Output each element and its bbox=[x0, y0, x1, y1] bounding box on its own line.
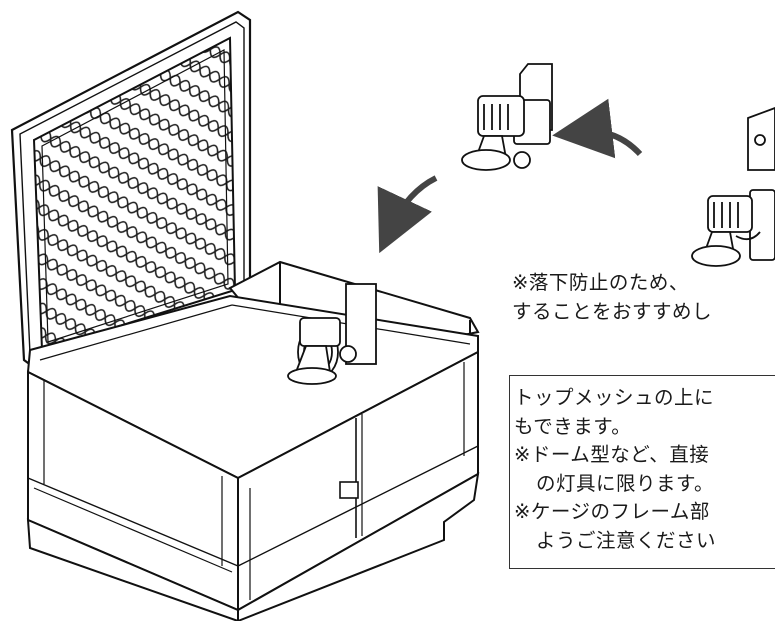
cage-body bbox=[26, 260, 480, 621]
caution-note-line-2: することをおすすめし bbox=[512, 300, 713, 323]
info-line-6: ようご注意ください bbox=[536, 528, 717, 552]
info-box bbox=[509, 375, 775, 569]
clip-lamp-2 bbox=[691, 107, 775, 267]
info-line-5: ※ケージのフレーム部 bbox=[514, 500, 710, 523]
arrow-to-cage bbox=[377, 175, 438, 254]
info-line-2: もできます。 bbox=[514, 414, 632, 438]
info-line-4: の灯具に限ります。 bbox=[536, 471, 715, 495]
cage-lid bbox=[10, 10, 252, 370]
info-line-3: ※ドーム型など、直接 bbox=[514, 443, 710, 466]
clip-lamp-1 bbox=[461, 63, 553, 171]
caution-note: ※落下防止のため、 することをおすすめし bbox=[512, 268, 775, 326]
info-box-text: トップメッシュの上に もできます。 ※ドーム型など、直接 の灯具に限ります。 ※… bbox=[514, 384, 716, 555]
inside-lamp bbox=[287, 283, 377, 385]
info-line-1: トップメッシュの上に bbox=[514, 386, 715, 409]
arrow-right-to-middle bbox=[552, 98, 643, 159]
caution-note-line-1: ※落下防止のため、 bbox=[512, 271, 689, 294]
